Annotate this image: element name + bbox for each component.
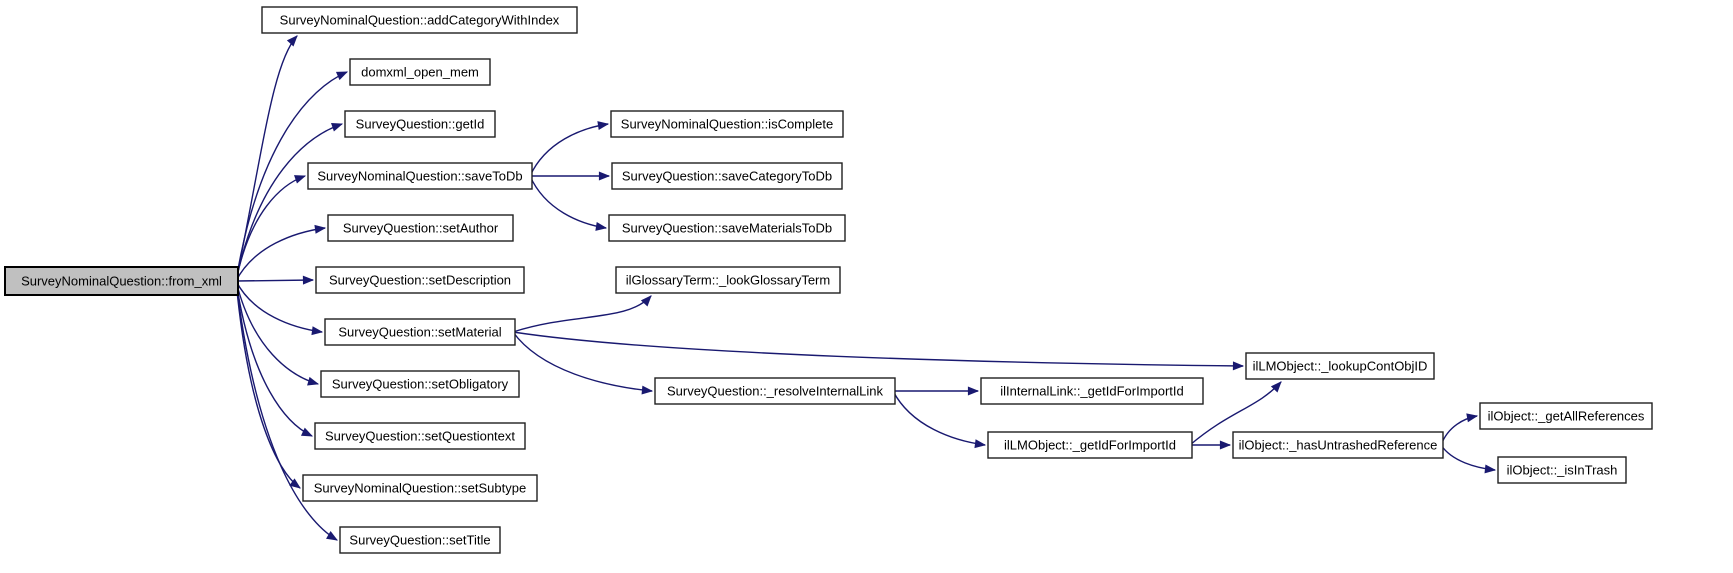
node-label: SurveyNominalQuestion::from_xml — [21, 274, 222, 289]
node-setDescription[interactable]: SurveyQuestion::setDescription — [315, 266, 525, 294]
node-label: ilInternalLink::_getIdForImportId — [1000, 384, 1184, 399]
edge-from_xml-setDescription — [235, 275, 315, 285]
edge-from_xml-setSubtype — [235, 280, 301, 489]
node-isComplete[interactable]: SurveyNominalQuestion::isComplete — [610, 110, 844, 138]
node-box[interactable] — [302, 474, 538, 502]
edge-from_xml-saveToDb — [235, 175, 307, 282]
node-box[interactable] — [654, 377, 896, 405]
node-box[interactable] — [315, 266, 525, 294]
node-isInTrash[interactable]: ilObject::_isInTrash — [1497, 456, 1627, 484]
node-label: ilObject::_isInTrash — [1507, 463, 1618, 478]
node-label: SurveyQuestion::setTitle — [349, 533, 490, 548]
node-lookGlossaryTerm[interactable]: ilGlossaryTerm::_lookGlossaryTerm — [615, 266, 841, 294]
edge-setMaterial-lookGlossaryTerm — [512, 295, 652, 333]
node-label: SurveyQuestion::setAuthor — [343, 221, 499, 236]
node-box[interactable] — [4, 266, 239, 296]
node-box[interactable] — [307, 162, 533, 190]
node-lm_getIdForImportId[interactable]: ilLMObject::_getIdForImportId — [987, 431, 1193, 459]
node-box[interactable] — [611, 162, 843, 190]
edge-from_xml-setTitle — [235, 280, 338, 541]
node-setTitle[interactable]: SurveyQuestion::setTitle — [339, 526, 501, 554]
node-box[interactable] — [339, 526, 501, 554]
node-saveCategoryToDb[interactable]: SurveyQuestion::saveCategoryToDb — [611, 162, 843, 190]
node-setObligatory[interactable]: SurveyQuestion::setObligatory — [320, 370, 520, 398]
node-label: ilLMObject::_lookupContObjID — [1253, 359, 1428, 374]
node-box[interactable] — [1479, 402, 1653, 430]
edge-setMaterial-resolveInternalLink — [512, 331, 654, 395]
node-setAuthor[interactable]: SurveyQuestion::setAuthor — [327, 214, 514, 242]
node-label: SurveyQuestion::setMaterial — [338, 325, 501, 340]
node-box[interactable] — [1232, 431, 1444, 459]
node-label: domxml_open_mem — [361, 65, 479, 80]
node-setMaterial[interactable]: SurveyQuestion::setMaterial — [324, 318, 516, 346]
node-box[interactable] — [344, 110, 496, 138]
node-saveToDb[interactable]: SurveyNominalQuestion::saveToDb — [307, 162, 533, 190]
node-setQuestiontext[interactable]: SurveyQuestion::setQuestiontext — [314, 422, 526, 450]
edge-from_xml-setQuestiontext — [235, 280, 314, 437]
node-box[interactable] — [980, 377, 1204, 405]
node-box[interactable] — [608, 214, 846, 242]
edge-resolveInternalLink-lm_getIdForImportId — [892, 390, 987, 449]
node-label: SurveyNominalQuestion::isComplete — [621, 117, 833, 132]
node-box[interactable] — [1497, 456, 1627, 484]
node-resolveInternalLink[interactable]: SurveyQuestion::_resolveInternalLink — [654, 377, 896, 405]
node-label: SurveyQuestion::getId — [356, 117, 485, 132]
edge-hasUntrashedReference-isInTrash — [1440, 444, 1497, 474]
edge-saveToDb-isComplete — [529, 121, 610, 177]
node-box[interactable] — [615, 266, 841, 294]
node-label: SurveyQuestion::setDescription — [329, 273, 511, 288]
node-from_xml[interactable]: SurveyNominalQuestion::from_xml — [4, 266, 239, 296]
node-box[interactable] — [1245, 352, 1435, 380]
node-label: SurveyQuestion::setObligatory — [332, 377, 509, 392]
node-label: ilGlossaryTerm::_lookGlossaryTerm — [626, 273, 830, 288]
node-box[interactable] — [987, 431, 1193, 459]
node-hasUntrashedReference[interactable]: ilObject::_hasUntrashedReference — [1232, 431, 1444, 459]
node-lookupContObjID[interactable]: ilLMObject::_lookupContObjID — [1245, 352, 1435, 380]
node-label: ilObject::_getAllReferences — [1488, 409, 1645, 424]
node-box[interactable] — [261, 6, 578, 34]
node-box[interactable] — [324, 318, 516, 346]
node-label: SurveyQuestion::setQuestiontext — [325, 429, 515, 444]
node-ilink_getIdForImportId[interactable]: ilInternalLink::_getIdForImportId — [980, 377, 1204, 405]
node-setSubtype[interactable]: SurveyNominalQuestion::setSubtype — [302, 474, 538, 502]
edge-from_xml-setMaterial — [235, 280, 324, 336]
node-box[interactable] — [314, 422, 526, 450]
node-label: SurveyNominalQuestion::addCategoryWithIn… — [280, 13, 560, 28]
node-label: ilObject::_hasUntrashedReference — [1239, 438, 1438, 453]
edge-lm_getIdForImportId-lookupContObjID — [1189, 381, 1282, 446]
node-label: SurveyQuestion::saveMaterialsToDb — [622, 221, 832, 236]
node-getId[interactable]: SurveyQuestion::getId — [344, 110, 496, 138]
node-box[interactable] — [327, 214, 514, 242]
node-saveMaterialsToDb[interactable]: SurveyQuestion::saveMaterialsToDb — [608, 214, 846, 242]
node-label: ilLMObject::_getIdForImportId — [1004, 438, 1176, 453]
node-box[interactable] — [610, 110, 844, 138]
edge-from_xml-setAuthor — [235, 224, 327, 282]
node-label: SurveyNominalQuestion::setSubtype — [314, 481, 526, 496]
node-label: SurveyQuestion::saveCategoryToDb — [622, 169, 832, 184]
edge-hasUntrashedReference-getAllReferences — [1440, 413, 1479, 446]
edge-setMaterial-lookupContObjID — [512, 331, 1245, 371]
edge-from_xml-domxml_open_mem — [235, 71, 349, 282]
node-label: SurveyQuestion::_resolveInternalLink — [667, 384, 884, 399]
node-box[interactable] — [320, 370, 520, 398]
edge-saveToDb-saveMaterialsToDb — [529, 175, 608, 231]
node-box[interactable] — [349, 58, 491, 86]
node-label: SurveyNominalQuestion::saveToDb — [317, 169, 522, 184]
node-addCategoryWithIndex[interactable]: SurveyNominalQuestion::addCategoryWithIn… — [261, 6, 578, 34]
node-getAllReferences[interactable]: ilObject::_getAllReferences — [1479, 402, 1653, 430]
node-domxml_open_mem[interactable]: domxml_open_mem — [349, 58, 491, 86]
edge-from_xml-setObligatory — [235, 280, 320, 386]
